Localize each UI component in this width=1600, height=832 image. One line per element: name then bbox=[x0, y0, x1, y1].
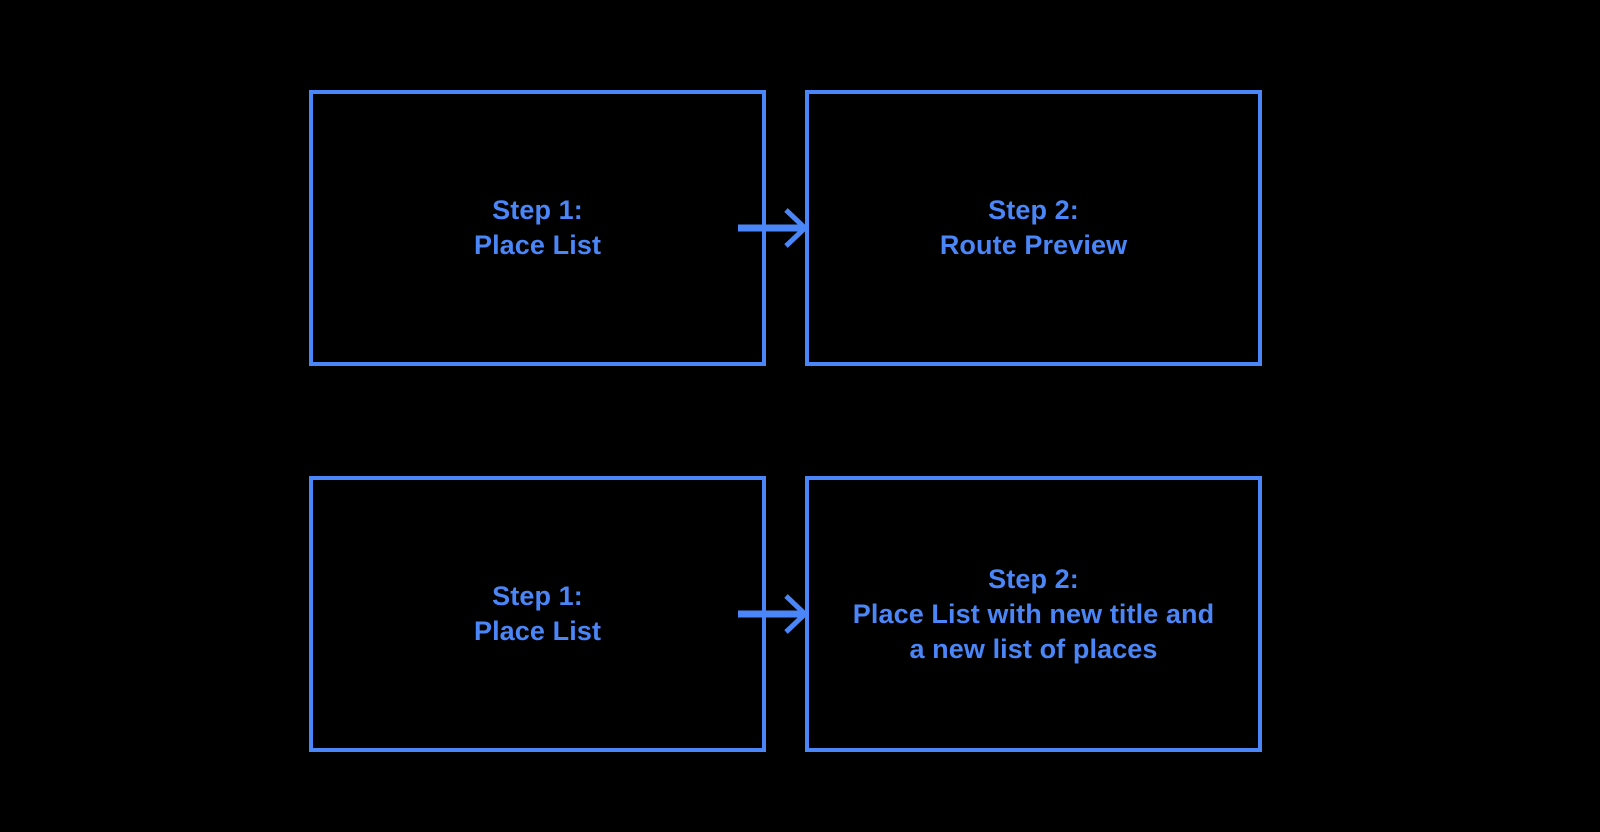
arrow-right-icon bbox=[736, 200, 812, 256]
step-box-label: Step 1: Place List bbox=[473, 195, 602, 260]
step-box-label: Step 2: Place List with new title and a … bbox=[852, 563, 1215, 664]
flow-row-2: Step 1: Place List Step 2: Place List wi… bbox=[0, 476, 1600, 752]
step-box-row1-step1[interactable]: Step 1: Place List bbox=[309, 90, 766, 366]
step-box-label: Step 1: Place List bbox=[473, 581, 602, 646]
arrow-right-icon bbox=[736, 586, 812, 642]
flow-row-1: Step 1: Place List Step 2: Route Preview bbox=[0, 90, 1600, 366]
step-box-row2-step1[interactable]: Step 1: Place List bbox=[309, 476, 766, 752]
step-box-row2-step2[interactable]: Step 2: Place List with new title and a … bbox=[805, 476, 1262, 752]
step-box-label: Step 2: Route Preview bbox=[939, 195, 1128, 260]
step-box-row1-step2[interactable]: Step 2: Route Preview bbox=[805, 90, 1262, 366]
